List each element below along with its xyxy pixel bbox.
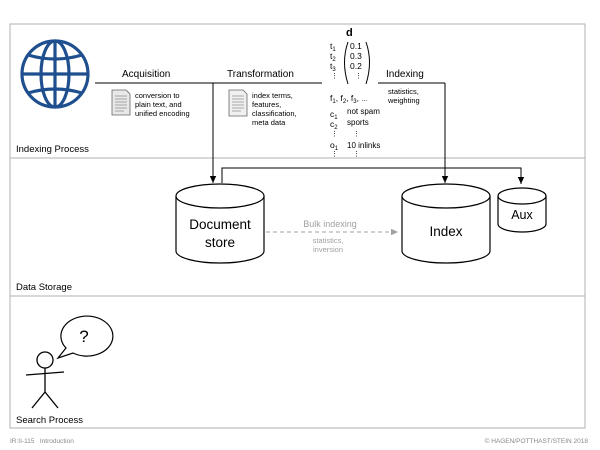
footer-slide-id: IR:II-115 bbox=[10, 438, 35, 445]
transformation-label: Transformation bbox=[227, 69, 294, 80]
indexing-process-frame bbox=[9, 23, 586, 159]
search-process-frame bbox=[9, 295, 586, 429]
right-paren bbox=[365, 41, 370, 85]
term-value: 0.1 bbox=[350, 41, 362, 51]
search-process-label: Search Process bbox=[16, 415, 83, 426]
bulk-indexing-label: Bulk indexing bbox=[303, 219, 357, 229]
footer-left: IR:II-115 Introduction bbox=[10, 438, 74, 445]
question-mark: ? bbox=[79, 327, 88, 346]
vertical-ellipsis: ⋮ bbox=[355, 73, 362, 80]
class-label: c1 bbox=[330, 109, 338, 121]
indexing-label: Indexing bbox=[386, 69, 424, 80]
user-stick-figure-icon bbox=[25, 351, 65, 409]
class-value: sports bbox=[347, 118, 369, 127]
acquisition-desc-line: unified encoding bbox=[135, 109, 190, 118]
feature-row: f1, f2, f3, ... bbox=[330, 93, 367, 105]
meta-label: o1 bbox=[330, 140, 339, 152]
vertical-ellipsis: ⋮ bbox=[331, 73, 338, 80]
vertical-ellipsis: ⋮ bbox=[331, 131, 338, 138]
left-paren bbox=[344, 41, 349, 85]
acquisition-label: Acquisition bbox=[122, 69, 170, 80]
vector-title: d bbox=[346, 27, 353, 39]
document-vector: d t1 t2 t3 ⋮ 0.1 0.3 0.2 ⋮ f1, f2, f3, .… bbox=[330, 27, 380, 158]
bulk-desc-line: statistics, bbox=[313, 236, 344, 245]
vertical-ellipsis: ⋮ bbox=[331, 151, 338, 158]
indexing-description: statistics, weighting bbox=[387, 87, 420, 105]
bulk-desc-line: inversion bbox=[313, 245, 343, 254]
transformation-desc-line: index terms, bbox=[252, 91, 293, 100]
indexing-process-label: Indexing Process bbox=[16, 144, 89, 155]
index-label: Index bbox=[429, 224, 462, 239]
term-label: t2 bbox=[330, 51, 336, 63]
term-value: 0.2 bbox=[350, 61, 362, 71]
indexing-desc-line: weighting bbox=[387, 96, 420, 105]
document-store-label: Document bbox=[189, 217, 251, 232]
arrow-to-aux bbox=[221, 167, 525, 184]
transformation-desc-line: classification, bbox=[252, 109, 297, 118]
aux-cylinder: Aux bbox=[497, 187, 547, 233]
document-store-label: store bbox=[205, 235, 235, 250]
class-label: c2 bbox=[330, 119, 338, 131]
document-icon bbox=[111, 89, 131, 116]
acquisition-desc-line: conversion to bbox=[135, 91, 180, 100]
transformation-desc-line: meta data bbox=[252, 118, 286, 127]
vertical-ellipsis: ⋮ bbox=[353, 131, 360, 138]
footer-copyright: © HAGEN/POTTHAST/STEIN 2018 bbox=[484, 438, 588, 445]
term-label: t1 bbox=[330, 41, 336, 53]
meta-value: 10 inlinks bbox=[347, 141, 380, 150]
index-cylinder: Index bbox=[401, 183, 491, 264]
footer-section-title: Introduction bbox=[39, 438, 74, 445]
document-icon bbox=[228, 89, 248, 117]
term-label: t3 bbox=[330, 61, 336, 73]
speech-bubble-icon: ? bbox=[56, 315, 114, 360]
transformation-desc-line: features, bbox=[252, 100, 281, 109]
acquisition-description: conversion to plain text, and unified en… bbox=[135, 91, 190, 118]
vertical-ellipsis: ⋮ bbox=[353, 151, 360, 158]
term-value: 0.3 bbox=[350, 51, 362, 61]
document-store-cylinder: Document store bbox=[175, 183, 265, 264]
aux-label: Aux bbox=[511, 208, 533, 222]
acquisition-desc-line: plain text, and bbox=[135, 100, 182, 109]
class-value: not spam bbox=[347, 107, 380, 116]
data-storage-frame bbox=[9, 157, 586, 297]
indexing-desc-line: statistics, bbox=[388, 87, 419, 96]
globe-icon bbox=[20, 39, 90, 109]
data-storage-label: Data Storage bbox=[16, 282, 72, 293]
transformation-description: index terms, features, classification, m… bbox=[252, 91, 297, 127]
